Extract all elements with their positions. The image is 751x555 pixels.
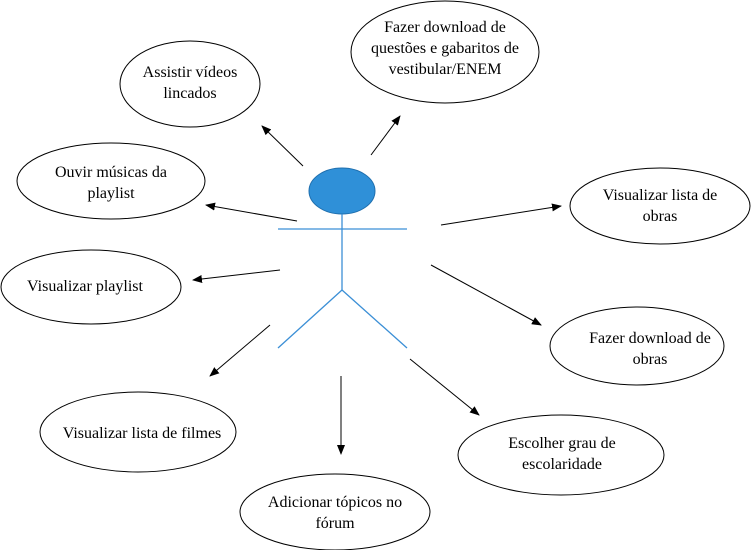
use-case-ellipse-download-questoes [350, 0, 540, 104]
use-case-ellipse-ouvir-musicas [16, 142, 206, 220]
use-case-ellipse-download-obras [549, 306, 725, 386]
arrow-to-assistir-videos [261, 125, 304, 167]
use-case-ellipse-visualizar-playlist [0, 249, 182, 325]
arrow-to-visualizar-obras [440, 203, 562, 226]
arrow-to-visualizar-filmes [209, 324, 271, 377]
use-case-ellipse-adicionar-topicos [239, 473, 431, 551]
use-case-ellipse-visualizar-obras [569, 167, 751, 245]
actor-figure [277, 167, 408, 349]
actor-right-leg [341, 289, 408, 349]
arrow-to-download-questoes [370, 115, 401, 156]
use-case-ellipse-escolher-grau [457, 414, 665, 496]
use-case-ellipse-assistir-videos [119, 40, 261, 128]
use-case-ellipse-visualizar-filmes [39, 391, 237, 473]
actor-head [308, 167, 376, 215]
arrow-to-download-obras [430, 264, 542, 326]
arrow-to-escolher-grau [409, 358, 480, 416]
arrow-to-ouvir-musicas [205, 202, 298, 222]
arrow-to-visualizar-playlist [192, 269, 281, 283]
actor-left-leg [277, 289, 343, 349]
